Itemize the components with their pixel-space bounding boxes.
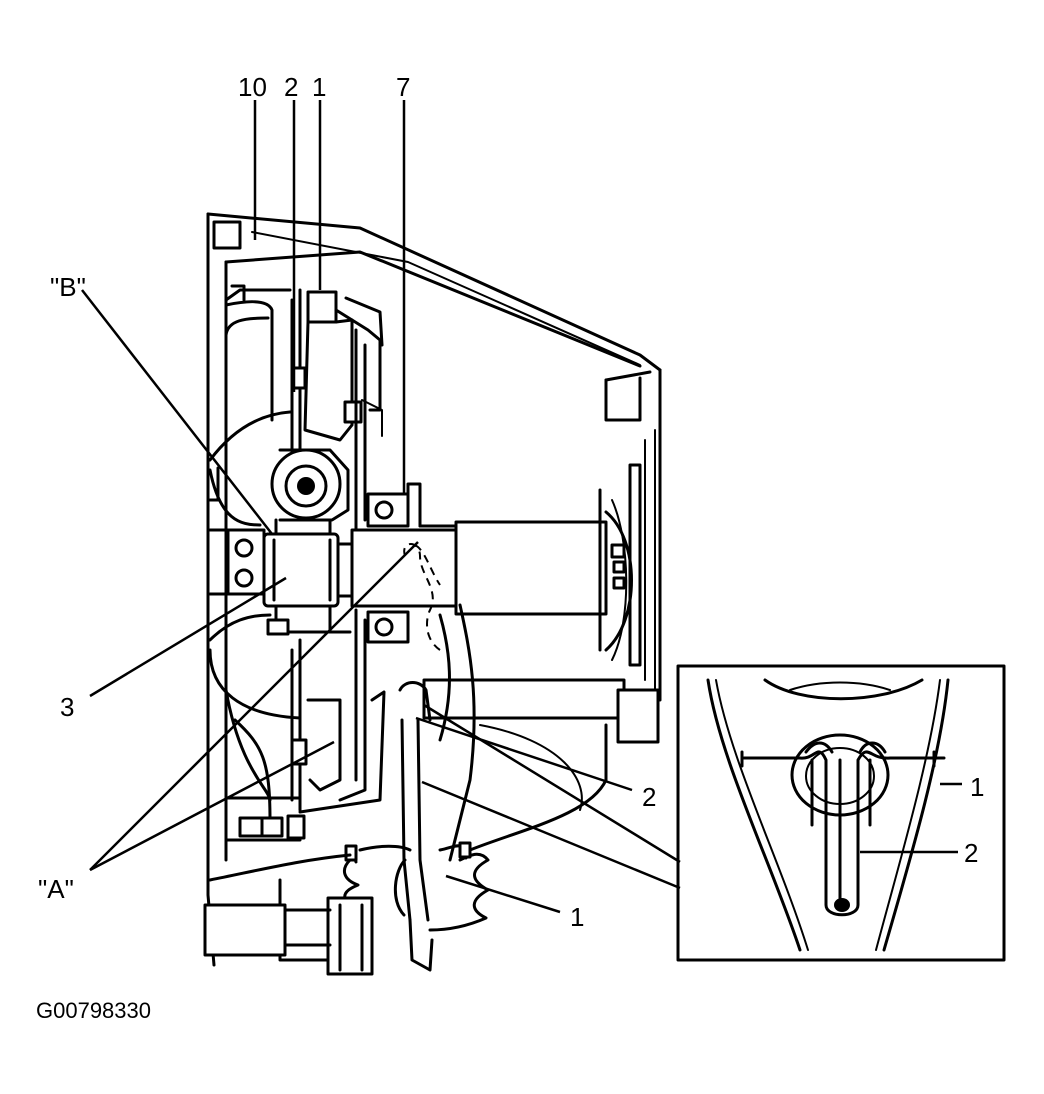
gear-stack-upper: [290, 288, 384, 532]
converter-housing-left: [208, 284, 302, 822]
label-7: 7: [396, 72, 410, 102]
leader-lines: [81, 100, 962, 914]
bearing-7: [366, 482, 472, 644]
label-1-top: 1: [312, 72, 326, 102]
label-2-top: 2: [284, 72, 298, 102]
callout-labels: 10 2 1 7 "B" 3 "A" 2 1 1 2 G00798330: [36, 72, 984, 1023]
label-a: "A": [38, 874, 74, 904]
label-3: 3: [60, 692, 74, 722]
axle-shaft: [262, 488, 633, 652]
label-1-bottom: 1: [570, 902, 584, 932]
label-b: "B": [50, 272, 86, 302]
inset-detail-view: [676, 664, 1006, 962]
label-1-inset: 1: [970, 772, 984, 802]
label-2-inset: 2: [964, 838, 978, 868]
planet-gear: [270, 448, 350, 522]
cv-joint-and-boot: [203, 603, 660, 976]
figure-code: G00798330: [36, 998, 151, 1023]
left-bearing: [208, 466, 266, 596]
retainer-clip-main: [403, 543, 441, 651]
gear-stack-lower: [224, 608, 386, 842]
transaxle-housing: [206, 212, 662, 967]
label-10: 10: [238, 72, 267, 102]
label-2-right: 2: [642, 782, 656, 812]
